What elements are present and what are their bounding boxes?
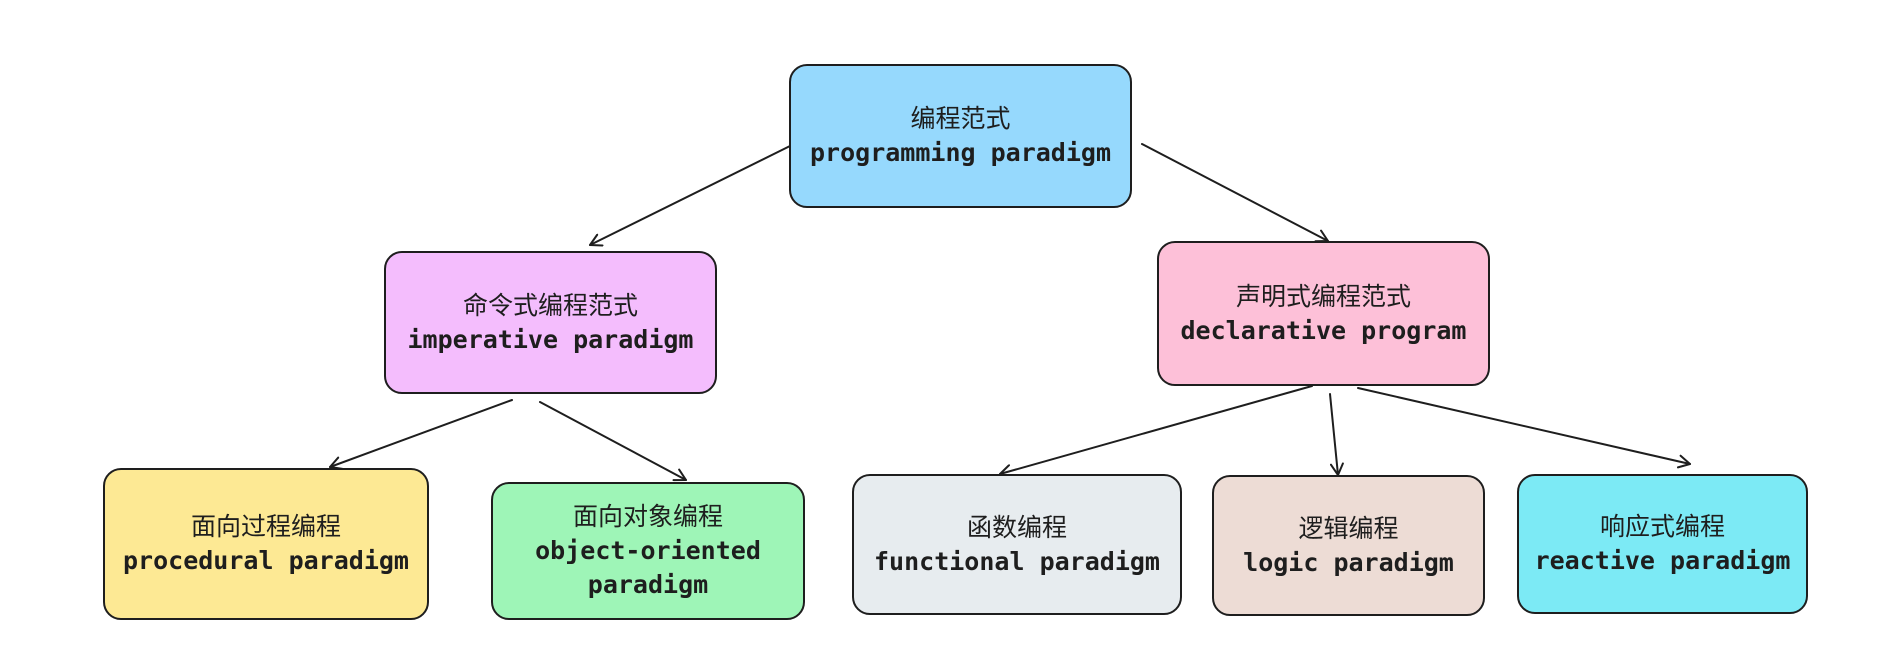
node-object-oriented-paradigm[interactable]: 面向对象编程 object-oriented paradigm bbox=[491, 482, 805, 620]
node-declarative-paradigm[interactable]: 声明式编程范式 declarative program bbox=[1157, 241, 1490, 386]
edge-declarative-functional bbox=[999, 385, 1313, 478]
node-label-en: programming paradigm bbox=[809, 138, 1112, 167]
node-programming-paradigm[interactable]: 编程范式 programming paradigm bbox=[789, 64, 1132, 208]
edge-root-declarative bbox=[1141, 143, 1329, 243]
node-imperative-paradigm[interactable]: 命令式编程范式 imperative paradigm bbox=[384, 251, 717, 394]
edge-declarative-reactive bbox=[1357, 387, 1691, 469]
node-reactive-paradigm[interactable]: 响应式编程 reactive paradigm bbox=[1517, 474, 1808, 614]
node-label-zh: 逻辑编程 bbox=[1298, 513, 1399, 543]
node-logic-paradigm[interactable]: 逻辑编程 logic paradigm bbox=[1212, 475, 1485, 616]
node-label-zh: 声明式编程范式 bbox=[1235, 281, 1411, 311]
node-label-en: declarative program bbox=[1180, 315, 1467, 345]
node-label-zh: 函数编程 bbox=[966, 512, 1067, 542]
node-label-en: object-oriented paradigm bbox=[535, 536, 761, 599]
node-label-en: procedural paradigm bbox=[123, 546, 409, 575]
node-label-en: logic paradigm bbox=[1243, 547, 1454, 577]
node-label-zh: 响应式编程 bbox=[1599, 512, 1725, 541]
edge-declarative-logic bbox=[1329, 393, 1344, 476]
node-label-en: imperative paradigm bbox=[407, 324, 694, 354]
node-functional-paradigm[interactable]: 函数编程 functional paradigm bbox=[852, 474, 1182, 615]
node-label-en: reactive paradigm bbox=[1534, 546, 1791, 575]
node-label-en: functional paradigm bbox=[874, 546, 1160, 576]
node-procedural-paradigm[interactable]: 面向过程编程 procedural paradigm bbox=[103, 468, 429, 620]
node-label-zh: 面向对象编程 bbox=[572, 502, 723, 531]
node-label-zh: 编程范式 bbox=[910, 104, 1011, 133]
node-label-zh: 命令式编程范式 bbox=[462, 290, 638, 320]
edge-root-imperative bbox=[589, 145, 791, 247]
edge-imperative-procedural bbox=[329, 399, 513, 470]
node-label-zh: 面向过程编程 bbox=[190, 512, 341, 541]
edge-imperative-object-oriented bbox=[539, 401, 687, 482]
